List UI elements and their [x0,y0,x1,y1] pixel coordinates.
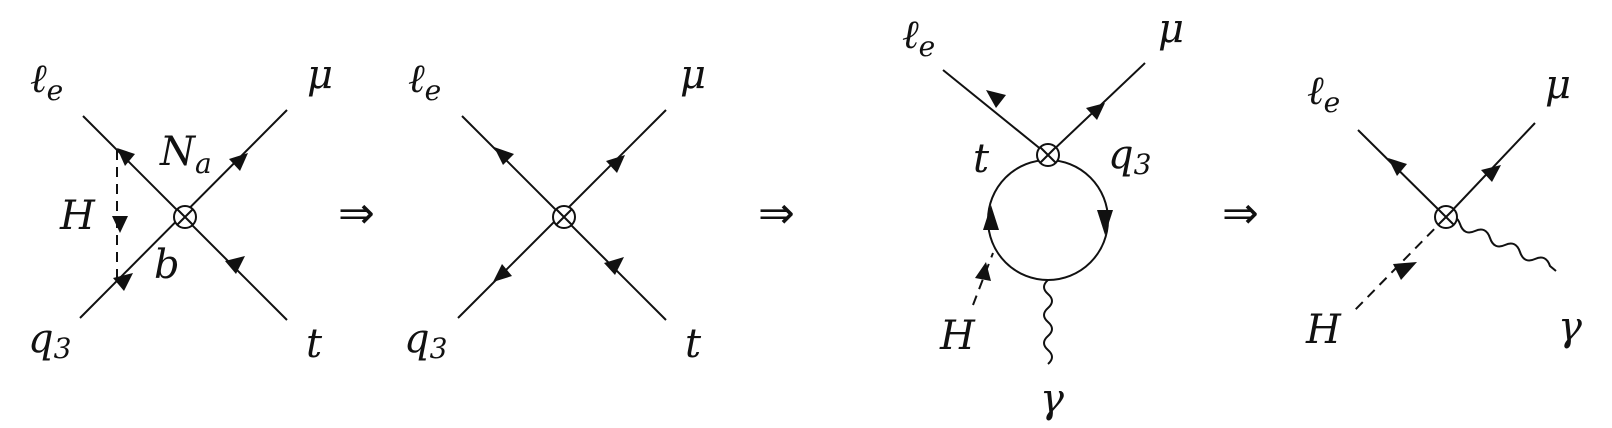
label-H: H [939,313,976,359]
photon-wavy [1043,279,1053,365]
arrow-t [225,256,245,274]
label-q3: q3 [28,316,71,365]
arrow-mu [1481,165,1501,182]
arrow-mu [229,153,248,171]
higgs-dashed [972,252,994,306]
arrow-higgs [1393,262,1417,280]
label-q3: q3 [1108,132,1151,181]
label-t: t [685,321,702,367]
label-H: H [1305,307,1342,353]
label-mu: μ [1545,62,1571,108]
arrow-higgs [975,262,991,281]
label-q3: q3 [404,316,447,365]
diagram-1: ℓe μ q3 t H Na b [28,52,333,367]
label-H: H [59,193,96,239]
label-t: t [973,136,990,182]
arrow-higgs [112,216,128,233]
arrow-le [1388,158,1407,176]
label-t: t [306,321,323,367]
arrow-le [986,90,1006,108]
photon-wavy [1445,214,1557,272]
arrow-mu [606,155,625,173]
loop [987,159,1109,281]
arrow-le [494,147,514,165]
label-b: b [154,242,180,288]
label-le: ℓe [902,12,935,63]
diagram-3: ℓe μ t q3 H γ [902,6,1184,422]
label-mu: μ [1158,6,1184,52]
arrow-q3 [113,273,133,291]
label-mu: μ [307,52,333,98]
arrow-le [117,148,135,166]
label-mu: μ [680,52,706,98]
higgs-dashed [1352,216,1447,313]
implies-2: ⇒ [758,188,795,239]
implies-3: ⇒ [1222,188,1259,239]
label-le: ℓe [30,56,63,107]
label-le: ℓe [1307,68,1340,119]
arrow-loop-right [1097,210,1113,235]
label-Na: Na [159,129,212,180]
implies-1: ⇒ [338,188,375,239]
label-le: ℓe [408,56,441,107]
arrow-loop-left [983,205,999,230]
diagram-4: ℓe μ H γ [1305,62,1582,353]
arrow-mu [1086,103,1105,120]
label-gamma: γ [1040,376,1064,422]
diagram-2: ℓe μ q3 t [404,52,706,367]
arrow-t [604,257,624,275]
label-gamma: γ [1558,304,1582,350]
arrow-q3 [493,264,512,282]
